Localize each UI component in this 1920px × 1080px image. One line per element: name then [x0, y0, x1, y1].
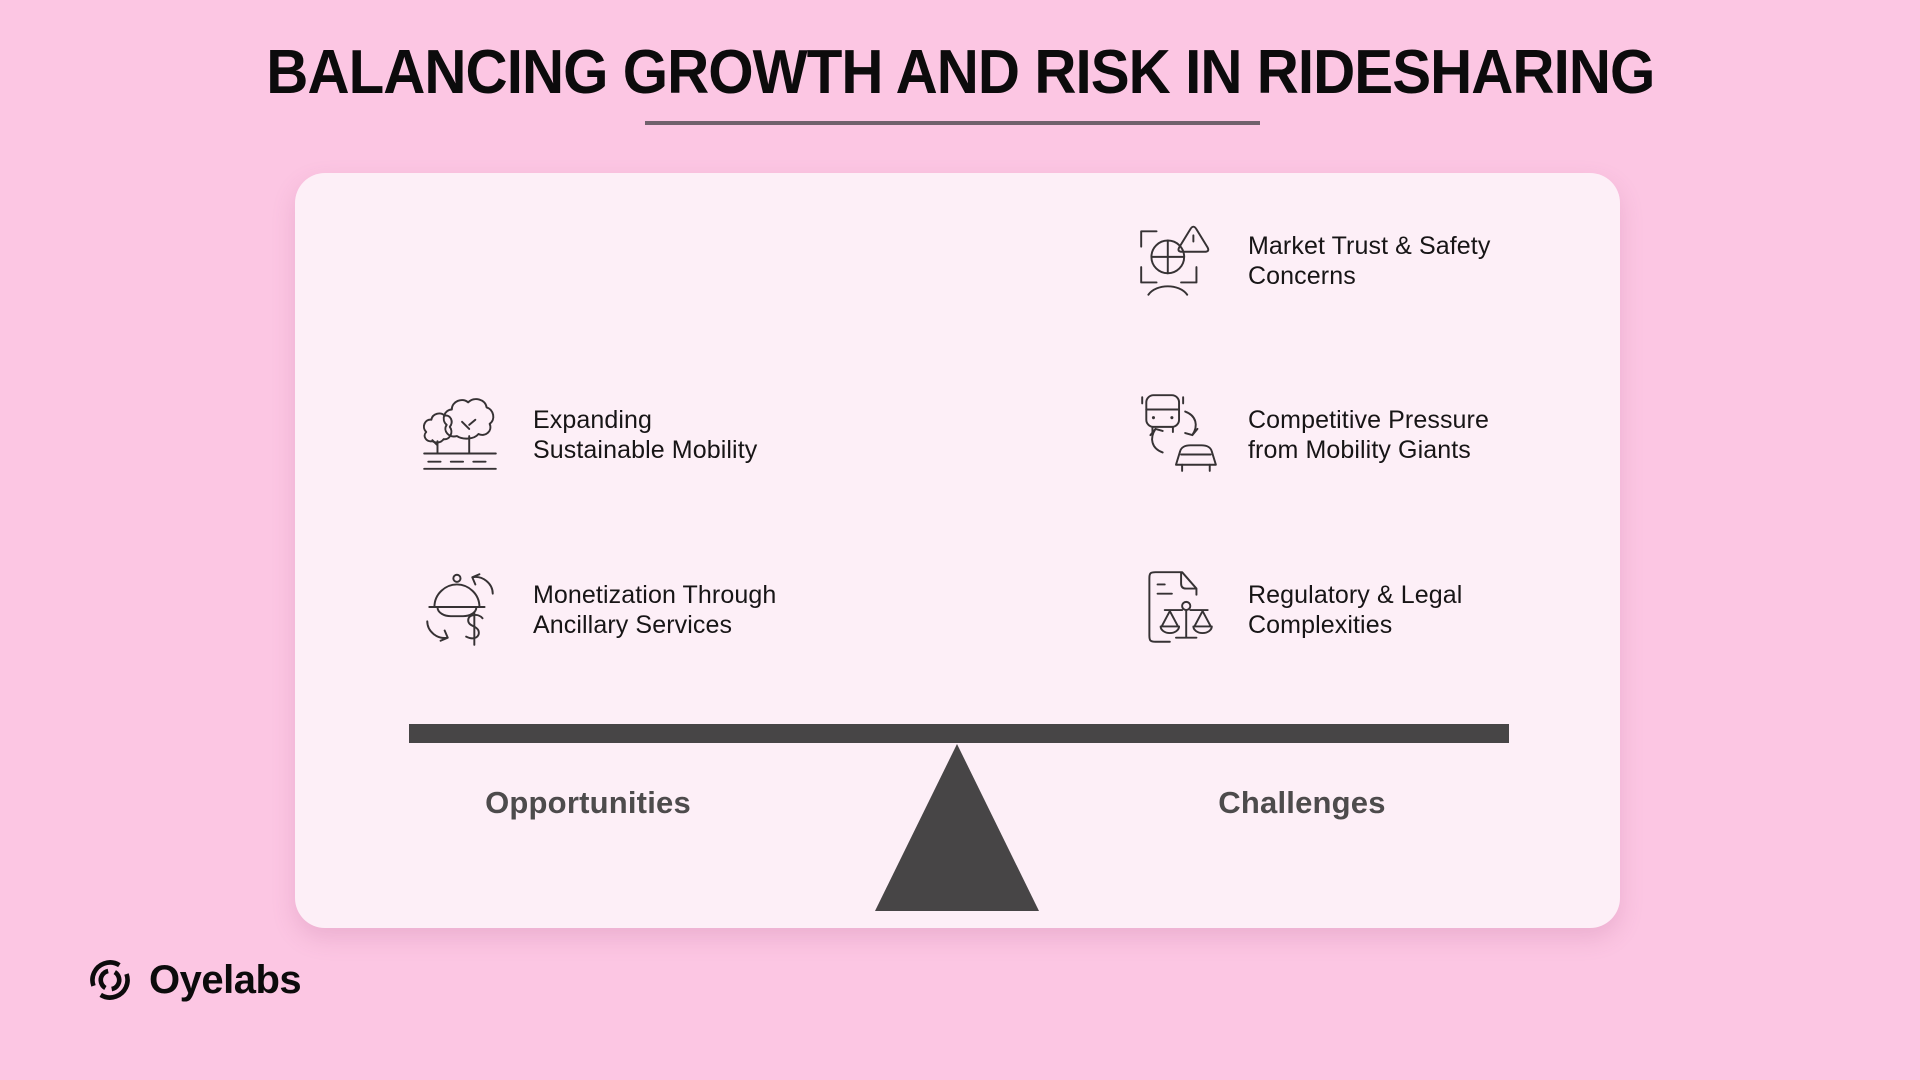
challenge-item-regulatory: Regulatory & Legal Complexities	[1248, 580, 1462, 640]
opportunity-item-monetization: Monetization Through Ancillary Services	[533, 580, 776, 640]
item-line: Monetization Through	[533, 581, 777, 609]
balance-fulcrum-triangle	[875, 744, 1039, 911]
document-scales-icon	[1133, 564, 1221, 652]
balance-card: Market Trust & Safety Concerns Expanding…	[295, 173, 1620, 928]
challenge-item-market-trust: Market Trust & Safety Concerns	[1248, 231, 1490, 291]
item-line: Market Trust & Safety	[1248, 232, 1491, 260]
item-line: from Mobility Giants	[1248, 436, 1471, 464]
balance-beam	[409, 724, 1509, 743]
page-title-wrap: BALANCING GROWTH AND RISK IN RIDESHARING	[0, 40, 1920, 105]
trees-road-icon	[416, 388, 504, 476]
page-title: BALANCING GROWTH AND RISK IN RIDESHARING	[265, 38, 1655, 107]
item-line: Ancillary Services	[533, 611, 733, 639]
brand-footer: Oyelabs	[86, 956, 302, 1004]
opportunities-label: Opportunities	[485, 785, 691, 820]
item-line: Competitive Pressure	[1248, 406, 1489, 434]
title-underline	[645, 121, 1260, 125]
item-line: Regulatory & Legal	[1248, 581, 1463, 609]
item-line: Complexities	[1248, 611, 1393, 639]
challenges-label: Challenges	[1218, 785, 1386, 820]
brand-name: Oyelabs	[149, 957, 302, 1002]
opportunity-item-sustainable-mobility: Expanding Sustainable Mobility	[533, 405, 757, 465]
item-line: Concerns	[1248, 262, 1356, 290]
item-line: Expanding	[533, 406, 653, 434]
challenge-item-competitive-pressure: Competitive Pressure from Mobility Giant…	[1248, 405, 1489, 465]
face-scan-warning-icon	[1133, 218, 1221, 306]
food-dome-dollar-cycle-icon	[416, 564, 504, 652]
bus-car-exchange-icon	[1133, 388, 1221, 476]
item-line: Sustainable Mobility	[533, 436, 758, 464]
oyelabs-logo-icon	[90, 960, 130, 1000]
